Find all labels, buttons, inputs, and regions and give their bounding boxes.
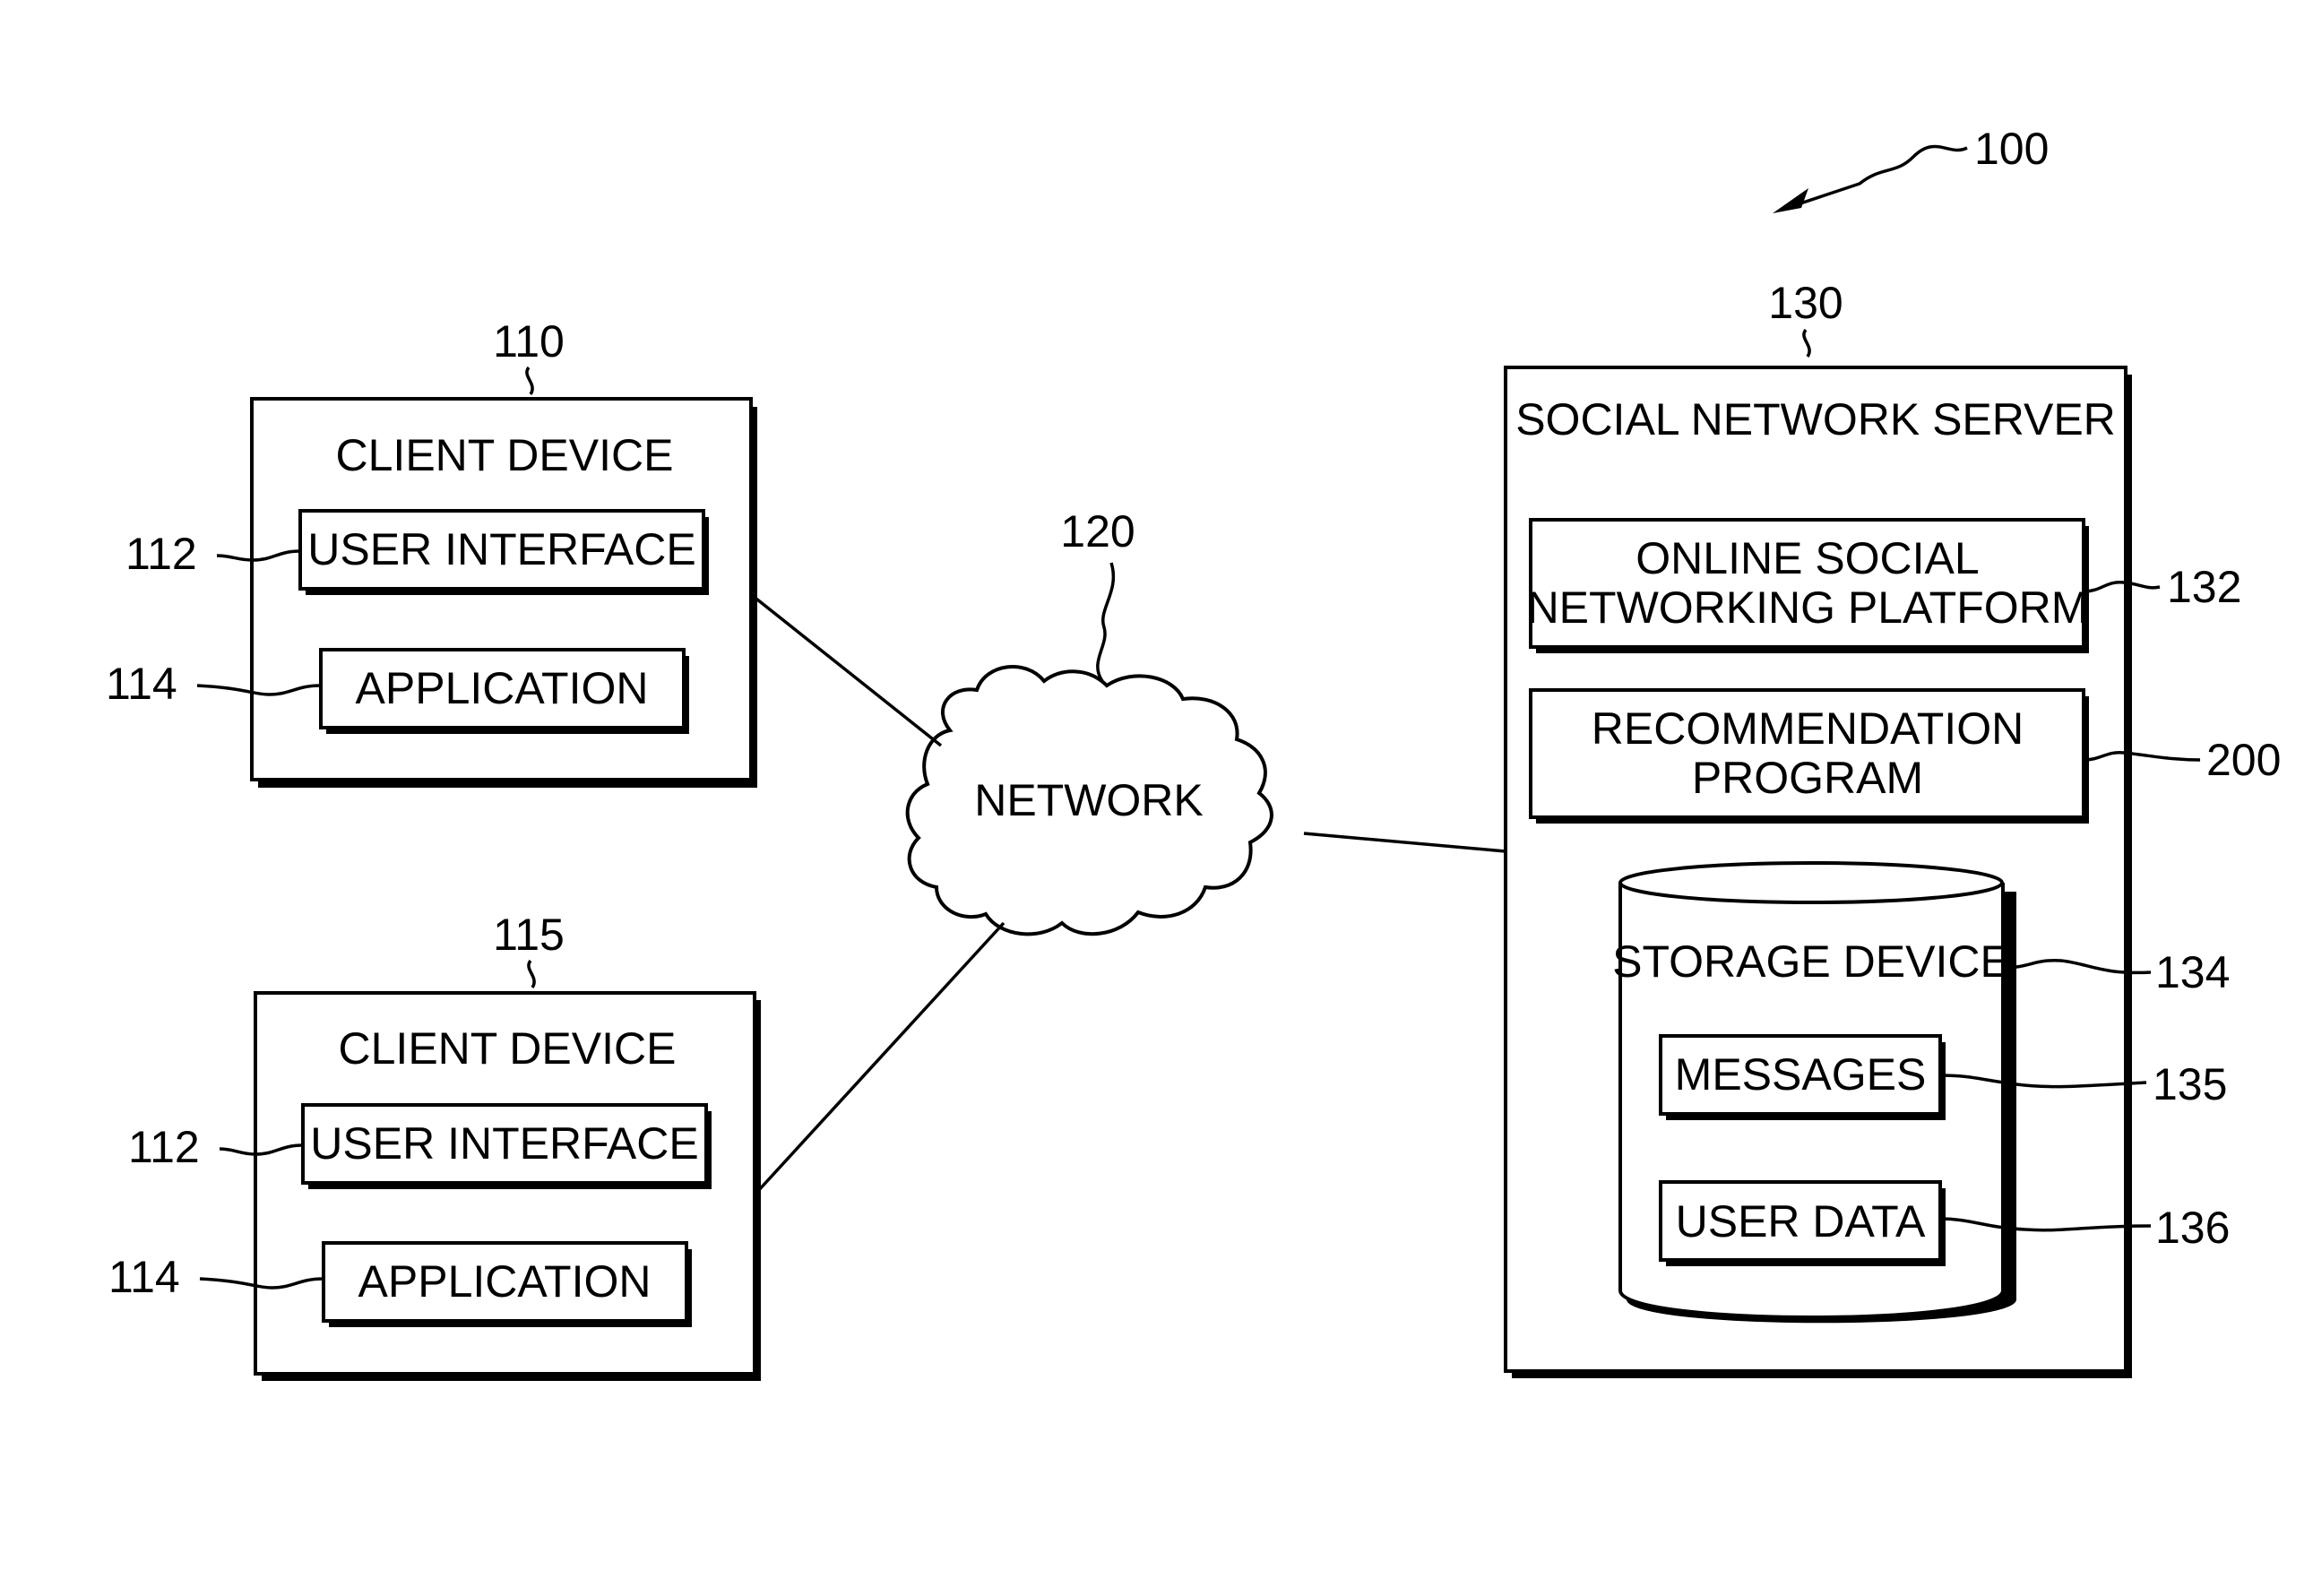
- client-device-2-application-ref: 114: [108, 1252, 180, 1302]
- client-device-1-application: APPLICATION: [356, 663, 649, 713]
- storage-device-label: STORAGE DEVICE: [1612, 936, 2010, 987]
- client-device-2-user-interface: USER INTERFACE: [310, 1118, 698, 1169]
- link-client1-network: [753, 596, 941, 746]
- platform-line-2: NETWORKING PLATFORM: [1527, 582, 2089, 633]
- platform-ref: 132: [2167, 562, 2241, 612]
- messages-ref: 135: [2153, 1059, 2227, 1109]
- figure-ref: 100: [1974, 124, 2049, 174]
- recommendation-line-2: PROGRAM: [1692, 753, 1923, 803]
- network-cloud: 120 NETWORK: [908, 506, 1272, 934]
- link-network-server: [1304, 833, 1506, 851]
- client-device-1: 110 CLIENT DEVICE USER INTERFACE 112 APP…: [106, 316, 757, 788]
- server-title: SOCIAL NETWORK SERVER: [1515, 394, 2116, 444]
- client-device-1-user-interface: USER INTERFACE: [307, 524, 695, 574]
- recommendation-line-1: RECOMMENDATION: [1592, 703, 2024, 754]
- client-device-2-ref: 115: [493, 910, 565, 960]
- link-client2-network: [757, 923, 1004, 1192]
- client-device-2-user-interface-ref: 112: [128, 1122, 200, 1172]
- client-device-1-application-ref: 114: [106, 659, 177, 709]
- platform-line-1: ONLINE SOCIAL: [1635, 533, 1979, 583]
- user-data-ref: 136: [2155, 1203, 2230, 1253]
- client-device-2: 115 CLIENT DEVICE USER INTERFACE 112 APP…: [108, 910, 761, 1381]
- client-device-2-application: APPLICATION: [358, 1256, 652, 1307]
- storage-device: STORAGE DEVICE 134 MESSAGES 135 USER DAT…: [1612, 863, 2230, 1323]
- user-data-label: USER DATA: [1676, 1196, 1926, 1247]
- client-device-1-user-interface-ref: 112: [125, 529, 197, 579]
- client-device-2-title: CLIENT DEVICE: [339, 1023, 677, 1074]
- recommendation-ref: 200: [2206, 735, 2281, 785]
- client-device-1-ref: 110: [493, 316, 565, 367]
- figure-ref-100-group: 100: [1773, 124, 2049, 213]
- server-ref: 130: [1768, 278, 1843, 328]
- network-ref: 120: [1060, 506, 1135, 556]
- storage-device-ref: 134: [2155, 947, 2230, 997]
- network-label: NETWORK: [974, 775, 1204, 825]
- messages-label: MESSAGES: [1675, 1049, 1927, 1100]
- social-network-server: 130 SOCIAL NETWORK SERVER ONLINE SOCIAL …: [1506, 278, 2281, 1378]
- client-device-1-title: CLIENT DEVICE: [336, 430, 674, 480]
